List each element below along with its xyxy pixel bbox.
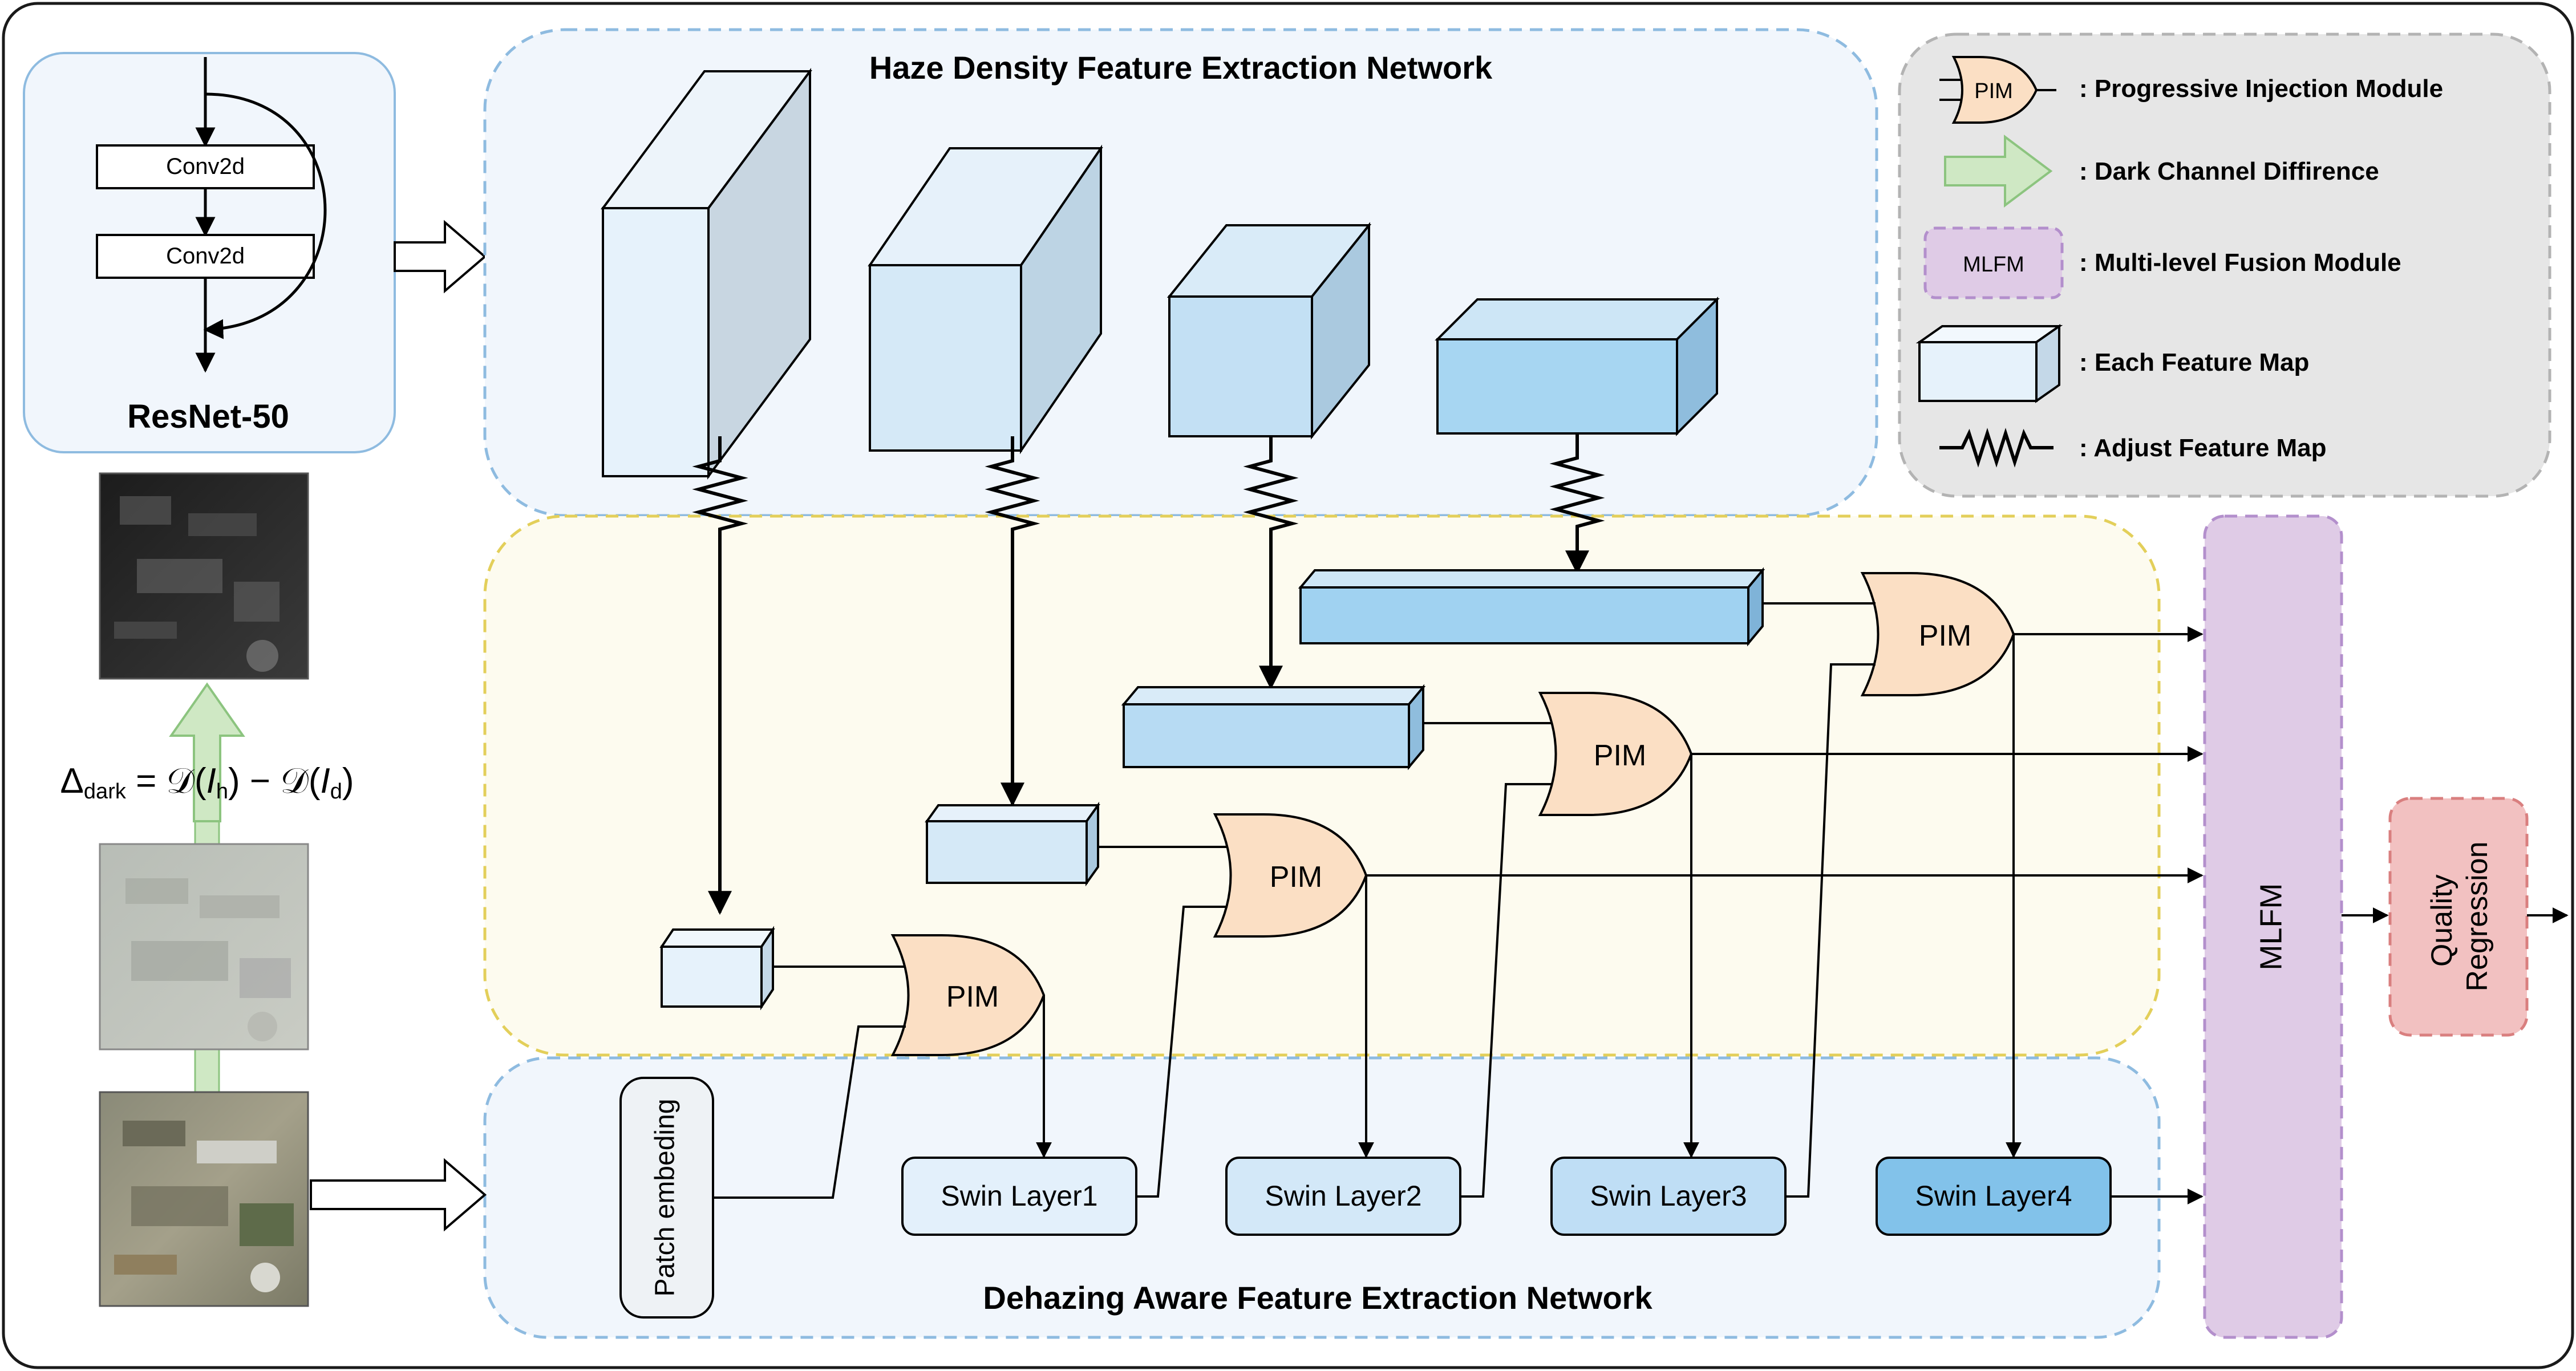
dark-channel-arrow [169, 682, 245, 822]
pim-1-label: PIM [946, 980, 999, 1013]
formula-equals: = [126, 761, 167, 801]
legend-mlfm-icon-label: MLFM [1963, 253, 2024, 277]
formula-close2: ) [342, 761, 354, 801]
swin-layer-4: Swin Layer4 [1876, 1157, 2112, 1236]
swin-layer-4-label: Swin Layer4 [1915, 1180, 2072, 1212]
pim-4: PIM [1860, 572, 2015, 696]
swin-to-pim-lines [713, 663, 1876, 1199]
feature-map-4 [1435, 297, 1720, 436]
formula-close1: ) [228, 761, 240, 801]
legend: PIM : Progressive Injection Module : Dar… [1898, 33, 2551, 498]
resnet-to-haze-arrow [394, 220, 487, 294]
residual-connection [203, 92, 327, 339]
conv2d-label-2: Conv2d [166, 244, 245, 269]
patch-embedding-label: Patch embeding [650, 1099, 681, 1297]
swin-layer-2: Swin Layer2 [1225, 1157, 1461, 1236]
pim-3: PIM [1538, 692, 1693, 816]
formula-delta: Δ [60, 761, 84, 801]
quality-label-line2: Regression [2461, 841, 2494, 991]
swin-layer-3-label: Swin Layer3 [1590, 1180, 1747, 1212]
pim-2-label: PIM [1270, 861, 1322, 894]
adjusted-map-2 [925, 801, 1100, 887]
swin-layer-3: Swin Layer3 [1550, 1157, 1787, 1236]
pim-to-mlfm-arrows [1366, 626, 2204, 1204]
swin-layer-1: Swin Layer1 [901, 1157, 1137, 1236]
formula-minus: − [240, 761, 281, 801]
haze-network-title: Haze Density Feature Extraction Network [869, 50, 1493, 86]
mlfm-label: MLFM [2254, 883, 2288, 971]
adjusted-map-4 [1298, 567, 1765, 647]
pim-2: PIM [1213, 813, 1368, 938]
pim-1: PIM [890, 934, 1046, 1056]
formula-d1: 𝒟( [167, 761, 206, 801]
injection-panel [483, 514, 2161, 1057]
feature-map-3 [1167, 222, 1372, 440]
legend-panel [1898, 33, 2551, 498]
legend-mlfm-text: : Multi-level Fusion Module [2079, 249, 2401, 277]
legend-zigzag-icon [1939, 428, 2053, 468]
formula-i1-sub: h [216, 780, 228, 804]
mlfm-block [2203, 514, 2343, 1339]
legend-pim-icon [1951, 56, 2038, 124]
legend-pim-icon-label: PIM [1974, 79, 2013, 103]
quality-regression-block [2388, 797, 2529, 1037]
feature-map-2 [868, 144, 1103, 455]
legend-feature-map-text: : Each Feature Map [2079, 348, 2309, 376]
adjusted-map-3 [1121, 684, 1426, 770]
quality-label-line1: Quality [2425, 874, 2458, 967]
legend-adjust-text: : Adjust Feature Map [2079, 434, 2327, 462]
legend-green-arrow-icon [1944, 135, 2053, 208]
dehaze-network-title: Dehazing Aware Feature Extraction Networ… [983, 1280, 1652, 1316]
hazy-satellite-image [99, 843, 309, 1050]
dark-channel-formula: Δdark = 𝒟(Ih) − 𝒟(Id) [60, 761, 354, 804]
pim-to-swin-arrows [1036, 634, 2022, 1158]
legend-feature-map-icon [1915, 324, 2063, 403]
image-to-dehaze-arrow [310, 1158, 487, 1232]
dark-channel-image [99, 472, 309, 680]
legend-pim-text: : Progressive Injection Module [2079, 75, 2443, 103]
feature-map-1 [601, 67, 812, 480]
legend-dark-channel-text: : Dark Channel Diffirence [2079, 157, 2379, 185]
resnet-block: Conv2d Conv2d ResNet-50 [23, 52, 396, 453]
clear-satellite-image [99, 1091, 309, 1307]
map-to-pim-lines [773, 602, 1876, 968]
adjusted-map-1 [659, 926, 775, 1011]
conv2d-label-1: Conv2d [166, 154, 245, 179]
legend-mlfm-icon [1923, 226, 2064, 299]
left-image-column: Δdark = 𝒟(Ih) − 𝒟(Id) [60, 472, 354, 1307]
adjust-connectors [692, 433, 1605, 915]
formula-delta-sub: dark [84, 780, 127, 804]
formula-i1: I [206, 761, 216, 801]
pim-4-label: PIM [1919, 619, 1971, 652]
formula-i2-sub: d [330, 780, 342, 804]
formula-d2: 𝒟( [280, 761, 320, 801]
formula-i2: I [320, 761, 330, 801]
pim-3-label: PIM [1594, 739, 1646, 772]
resnet-title: ResNet-50 [127, 398, 289, 435]
swin-layer-1-label: Swin Layer1 [941, 1180, 1097, 1212]
quality-regression-label: Quality Regression [2425, 841, 2494, 991]
swin-layer-2-label: Swin Layer2 [1265, 1180, 1421, 1212]
